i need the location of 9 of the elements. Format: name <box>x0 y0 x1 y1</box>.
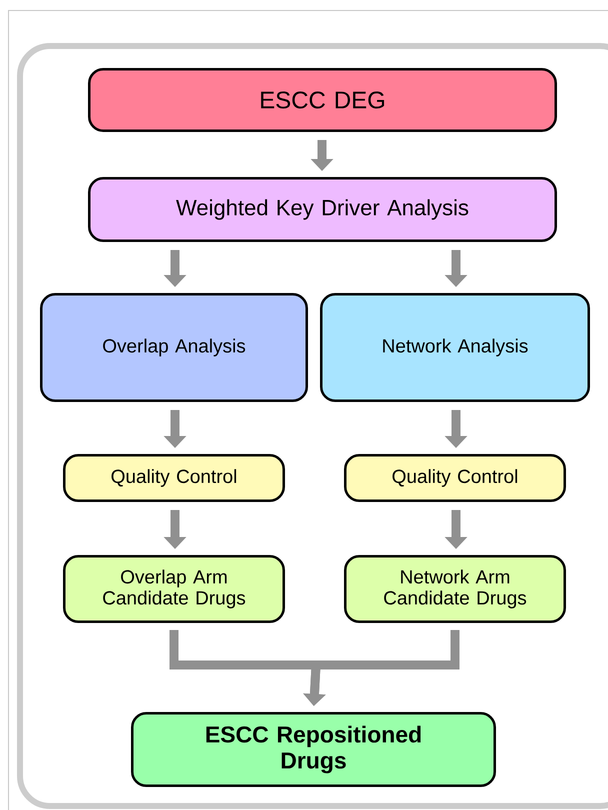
process-box: Network Analysis <box>320 293 590 402</box>
process-box: Quality Control <box>344 454 566 502</box>
process-box: Weighted Key Driver Analysis <box>88 177 557 242</box>
process-box: Network Arm Candidate Drugs <box>344 555 566 623</box>
process-box: ESCC Repositioned Drugs <box>131 712 496 787</box>
process-box: Overlap Analysis <box>40 293 308 402</box>
process-box: Quality Control <box>63 454 285 502</box>
process-box: ESCC DEG <box>88 68 557 132</box>
process-box: Overlap Arm Candidate Drugs <box>63 555 285 623</box>
